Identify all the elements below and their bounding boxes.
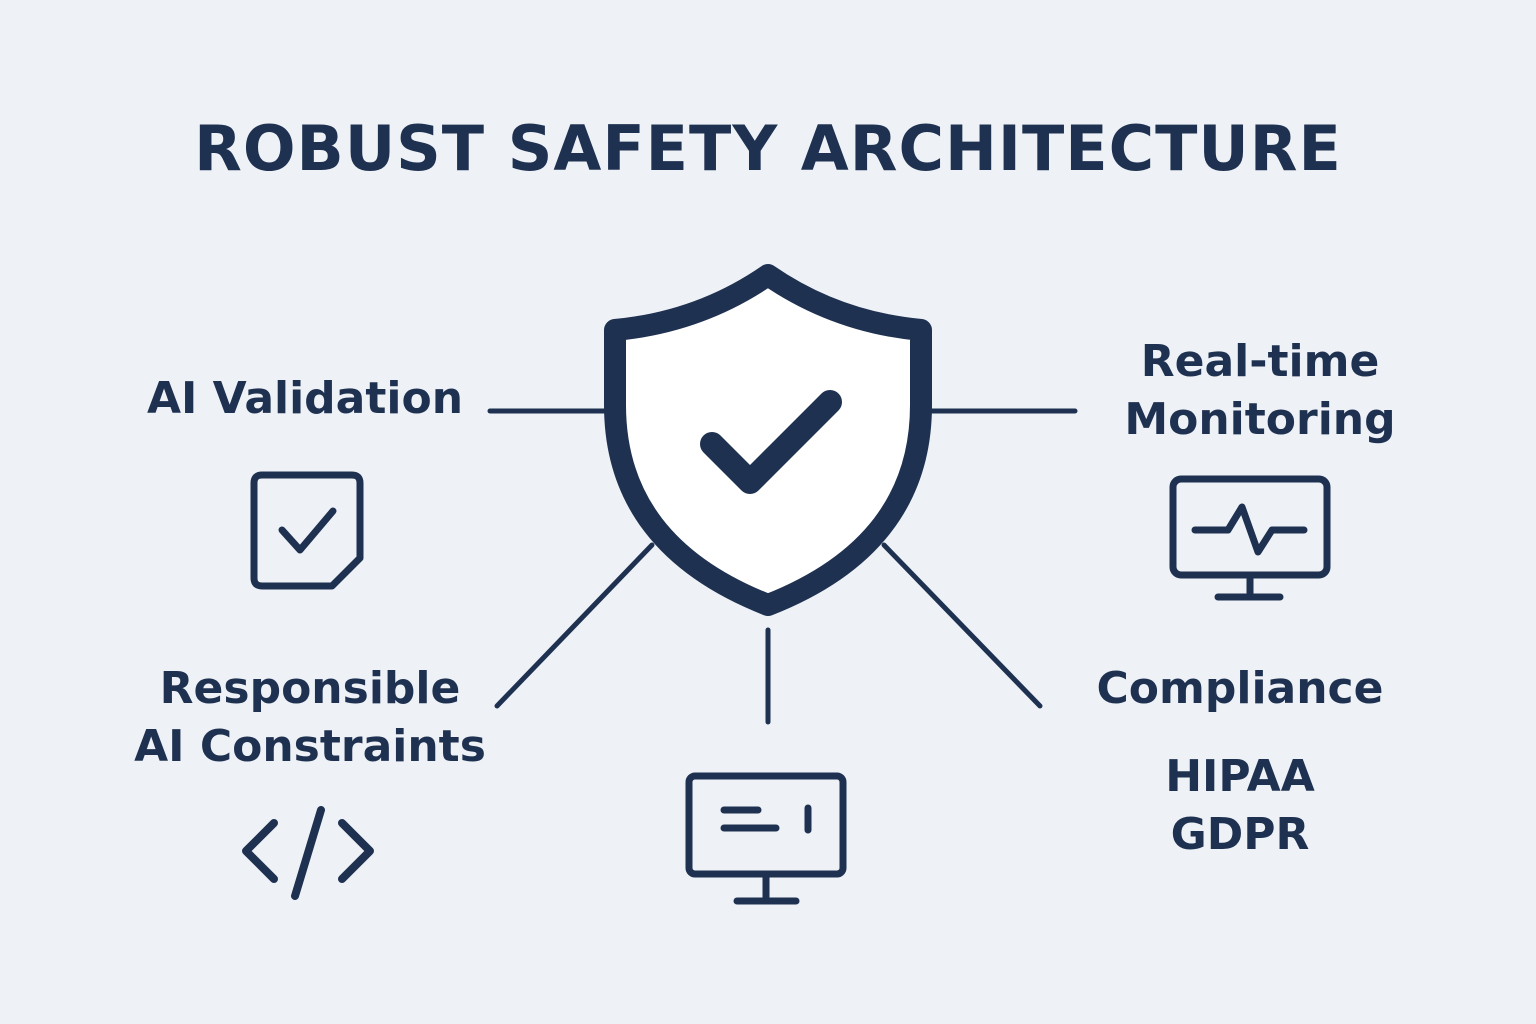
code-brackets-icon <box>242 806 374 900</box>
realtime-monitoring-label: Real-time Monitoring <box>1080 333 1440 449</box>
document-check-icon <box>250 471 364 590</box>
standard-hipaa: HIPAA <box>1165 751 1315 802</box>
realtime-monitoring-line-2: Monitoring <box>1124 394 1396 445</box>
compliance-label: Compliance <box>1070 660 1410 718</box>
realtime-monitoring-line-1: Real-time <box>1140 336 1380 387</box>
connector-lower-left <box>494 542 655 709</box>
shield-check-icon <box>604 264 932 616</box>
ai-validation-label: AI Validation <box>120 370 490 428</box>
monitor-text-icon <box>685 772 847 905</box>
responsible-ai-label: Responsible AI Constraints <box>110 660 510 776</box>
heartbeat-monitor-icon <box>1169 475 1331 601</box>
standard-gdpr: GDPR <box>1170 809 1310 860</box>
page-title: ROBUST SAFETY ARCHITECTURE <box>194 112 1342 185</box>
compliance-standards: HIPAA GDPR <box>1100 748 1380 864</box>
responsible-ai-line-2: AI Constraints <box>134 721 486 772</box>
connector-lower-right <box>881 542 1043 709</box>
ai-validation-text: AI Validation <box>146 373 464 424</box>
responsible-ai-line-1: Responsible <box>159 663 461 714</box>
compliance-text: Compliance <box>1096 663 1384 714</box>
